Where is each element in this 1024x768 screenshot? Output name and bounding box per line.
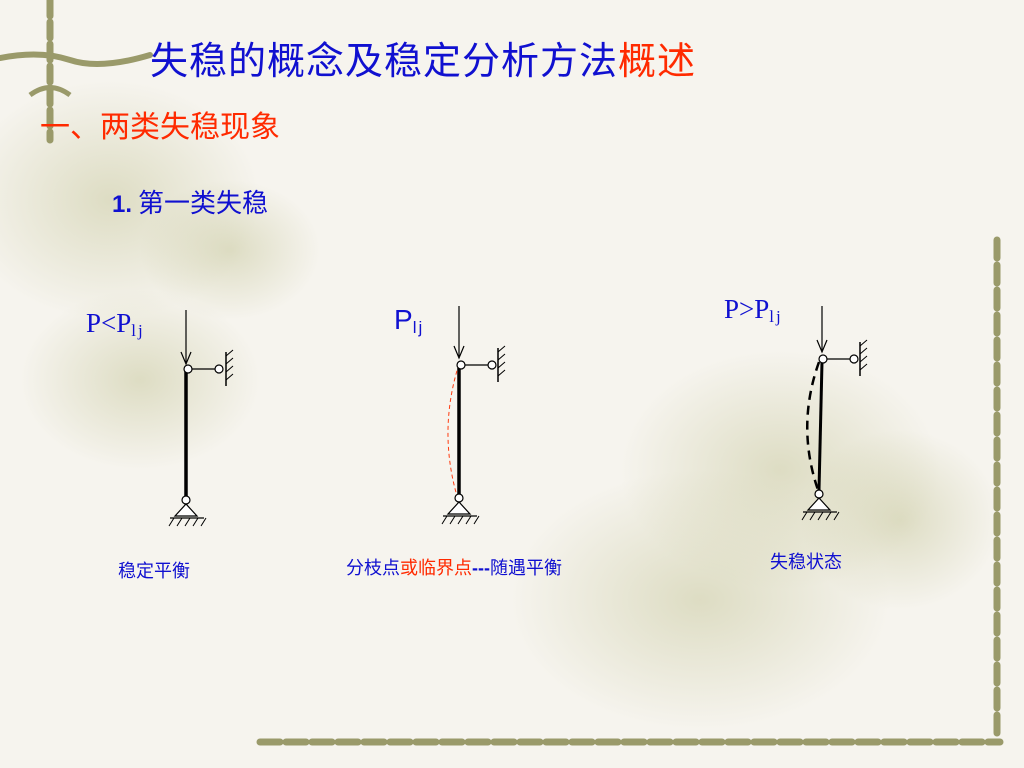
section-heading: 一、两类失稳现象	[40, 110, 280, 145]
base-support	[173, 503, 199, 517]
load-label-unstable-sub: lj	[769, 307, 783, 326]
wall-hatch	[225, 349, 234, 381]
top-hinge	[818, 354, 828, 364]
wall-hatch	[497, 345, 506, 377]
wall-hinge	[487, 360, 497, 370]
slide-title: 失稳的概念及稳定分析方法概述	[150, 30, 696, 85]
slide-title-main: 失稳的概念及稳定分析方法	[150, 39, 619, 83]
load-label-stable-base: P<P	[86, 308, 132, 338]
caption-critical-part2: 或临界点	[400, 558, 472, 579]
load-label-critical: Plj	[394, 304, 424, 338]
subsection-number: 1.	[112, 191, 133, 218]
base-hinge	[454, 493, 464, 503]
load-arrow-head	[816, 339, 828, 354]
column-bar	[817, 361, 824, 491]
load-label-unstable: P>Plj	[724, 294, 783, 327]
top-hinge	[456, 360, 466, 370]
wall-hinge	[849, 354, 859, 364]
ground-hatch	[168, 517, 207, 527]
base-hinge	[814, 489, 824, 499]
ground-hatch	[801, 511, 840, 521]
base-hinge	[181, 495, 191, 505]
buckled-shape-dashed	[447, 363, 460, 497]
load-arrow-head	[180, 351, 192, 366]
slide-title-highlight: 概述	[618, 39, 697, 83]
caption-stable: 稳定平衡	[118, 561, 190, 582]
subsection-heading: 1.第一类失稳	[112, 183, 268, 220]
load-arrow-head	[453, 345, 465, 360]
base-support	[806, 497, 832, 511]
wall-hatch	[859, 339, 868, 371]
top-hinge	[183, 364, 193, 374]
caption-critical-part3: ---	[472, 558, 490, 578]
caption-critical-part4: 随遇平衡	[489, 558, 562, 579]
column-diagram-unstable	[801, 306, 868, 521]
load-label-critical-sub: lj	[412, 318, 425, 337]
subsection-text: 第一类失稳	[138, 189, 269, 219]
column-diagram-critical	[441, 306, 506, 525]
load-label-stable: P<Plj	[86, 308, 145, 341]
buckled-shape-dashed	[806, 361, 821, 491]
load-label-unstable-base: P>P	[724, 294, 770, 324]
wall-hinge	[214, 364, 224, 374]
ground-hatch	[441, 515, 480, 525]
load-label-stable-sub: lj	[131, 321, 145, 340]
caption-critical-part1: 分枝点	[346, 558, 400, 579]
load-label-critical-base: P	[394, 304, 413, 335]
caption-unstable: 失稳状态	[770, 552, 842, 573]
base-support	[446, 501, 472, 515]
caption-critical: 分枝点或临界点---随遇平衡	[346, 554, 562, 580]
column-diagram-stable	[168, 310, 234, 527]
